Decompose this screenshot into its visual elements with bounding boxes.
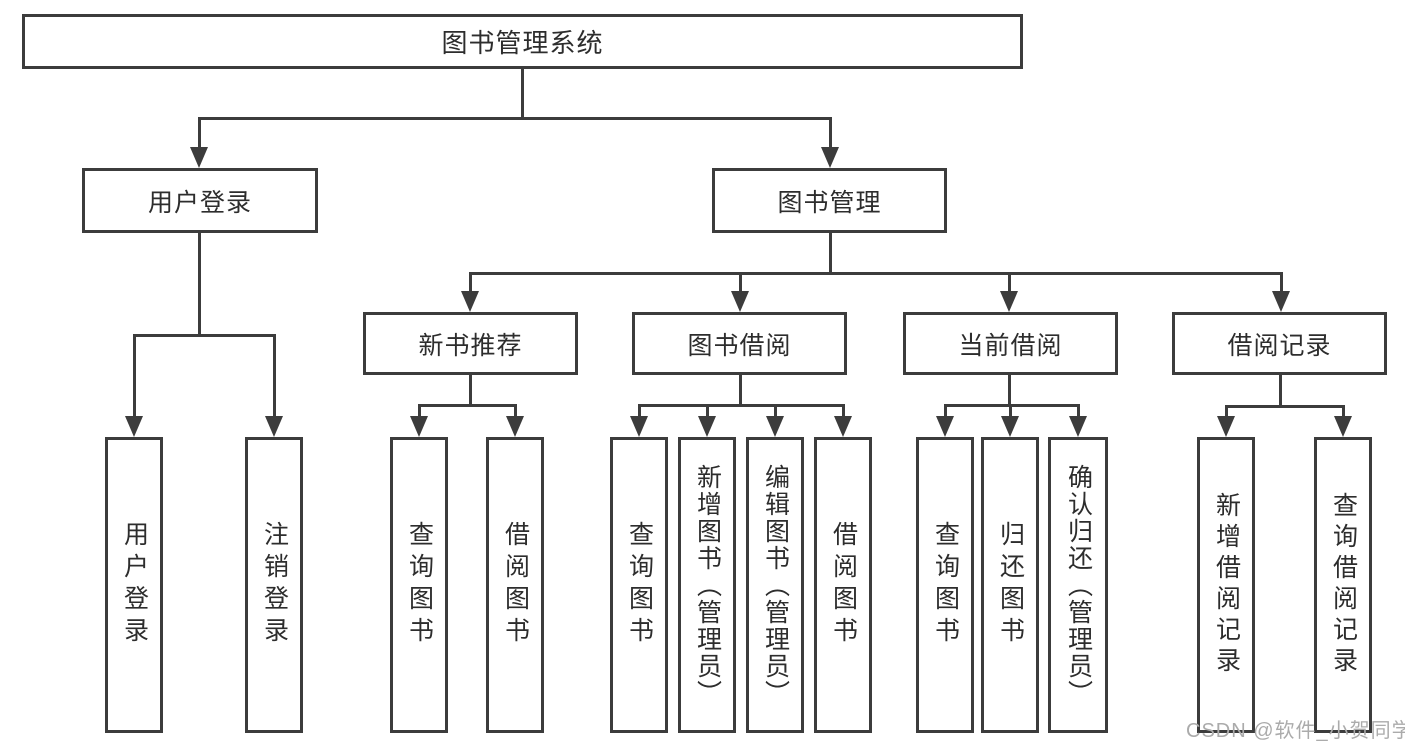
leaf-query-books-recommend: 查询图书 [390, 437, 448, 733]
connector-line [1224, 405, 1228, 418]
connector-line [197, 233, 201, 336]
leaf-label: 归还图书 [996, 521, 1025, 649]
arrow-down-icon [265, 416, 283, 437]
connector-line [738, 272, 742, 293]
arrow-down-icon [834, 416, 852, 437]
leaf-query-books-current: 查询图书 [916, 437, 974, 733]
connector-line [468, 272, 472, 293]
node-book-management: 图书管理 [712, 168, 947, 233]
connector-line [513, 404, 517, 418]
connector-line [1007, 374, 1011, 405]
connector-line [1008, 404, 1012, 418]
leaf-label: 注销登录 [260, 521, 289, 649]
connector-line [1278, 374, 1282, 406]
leaf-label: 编辑图书（管理员） [761, 463, 790, 707]
connector-line [637, 404, 641, 418]
leaf-user-login: 用户登录 [105, 437, 163, 733]
connector-line [417, 404, 421, 418]
leaf-label: 查询借阅记录 [1329, 492, 1358, 678]
node-book-borrowing: 图书借阅 [632, 312, 847, 375]
node-user-login: 用户登录 [82, 168, 318, 233]
node-book-management-system: 图书管理系统 [22, 14, 1023, 69]
connector-line [828, 233, 832, 274]
connector-line [417, 403, 517, 407]
connector-line [943, 403, 1080, 407]
leaf-add-book-admin: 新增图书（管理员） [678, 437, 736, 733]
arrow-down-icon [766, 416, 784, 437]
arrow-down-icon [1001, 416, 1019, 437]
connector-line [1341, 405, 1345, 418]
arrow-down-icon [936, 416, 954, 437]
leaf-edit-book-admin: 编辑图书（管理员） [746, 437, 804, 733]
leaf-label: 确认归还（管理员） [1064, 463, 1093, 707]
arrow-down-icon [410, 416, 428, 437]
arrow-down-icon [1334, 416, 1352, 437]
connector-line [705, 404, 709, 418]
node-label: 用户登录 [147, 188, 252, 217]
leaf-return-books: 归还图书 [981, 437, 1039, 733]
arrow-down-icon [698, 416, 716, 437]
node-label: 借阅记录 [1227, 331, 1332, 360]
leaf-query-books-borrowing: 查询图书 [610, 437, 668, 733]
node-label: 当前借阅 [958, 331, 1063, 360]
leaf-label: 查询图书 [931, 521, 960, 649]
connector-line [1224, 404, 1345, 408]
leaf-query-borrow-record: 查询借阅记录 [1314, 437, 1372, 733]
connector-line [828, 117, 832, 150]
node-label: 图书管理 [777, 188, 882, 217]
connector-line [132, 334, 136, 418]
leaf-add-borrow-record: 新增借阅记录 [1197, 437, 1255, 733]
arrow-down-icon [506, 416, 524, 437]
arrow-down-icon [1272, 291, 1290, 312]
leaf-confirm-return-admin: 确认归还（管理员） [1048, 437, 1108, 733]
connector-line [132, 333, 276, 337]
node-label: 图书管理系统 [441, 28, 604, 58]
node-label: 图书借阅 [687, 331, 792, 360]
leaf-label: 新增图书（管理员） [693, 463, 722, 707]
node-borrowing-records: 借阅记录 [1172, 312, 1387, 375]
connector-line [738, 374, 742, 405]
connector-line [1007, 272, 1011, 293]
connector-line [197, 116, 832, 120]
connector-line [773, 404, 777, 418]
leaf-label: 借阅图书 [829, 521, 858, 649]
arrow-down-icon [1069, 416, 1087, 437]
connector-line [197, 117, 201, 150]
connector-line [272, 334, 276, 418]
arrow-down-icon [125, 416, 143, 437]
arrow-down-icon [1217, 416, 1235, 437]
connector-line [1076, 404, 1080, 418]
connector-line [637, 403, 844, 407]
arrow-down-icon [821, 147, 839, 168]
node-current-borrowing: 当前借阅 [903, 312, 1118, 375]
leaf-borrow-books-borrowing: 借阅图书 [814, 437, 872, 733]
leaf-logout: 注销登录 [245, 437, 303, 733]
connector-line [841, 404, 845, 418]
connector-line [468, 374, 472, 405]
leaf-label: 借阅图书 [501, 521, 530, 649]
leaf-label: 查询图书 [405, 521, 434, 649]
connector-line [943, 404, 947, 418]
leaf-borrow-books-recommend: 借阅图书 [486, 437, 544, 733]
arrow-down-icon [190, 147, 208, 168]
arrow-down-icon [731, 291, 749, 312]
connector-line [1279, 272, 1283, 293]
arrow-down-icon [1000, 291, 1018, 312]
arrow-down-icon [630, 416, 648, 437]
leaf-label: 查询图书 [625, 521, 654, 649]
node-new-book-recommendation: 新书推荐 [363, 312, 578, 375]
leaf-label: 用户登录 [120, 521, 149, 649]
leaf-label: 新增借阅记录 [1212, 492, 1241, 678]
watermark: CSDN @软件_小贺同学 [1186, 720, 1405, 742]
arrow-down-icon [461, 291, 479, 312]
node-label: 新书推荐 [418, 331, 523, 360]
connector-line [520, 69, 524, 118]
connector-line [468, 271, 1283, 275]
